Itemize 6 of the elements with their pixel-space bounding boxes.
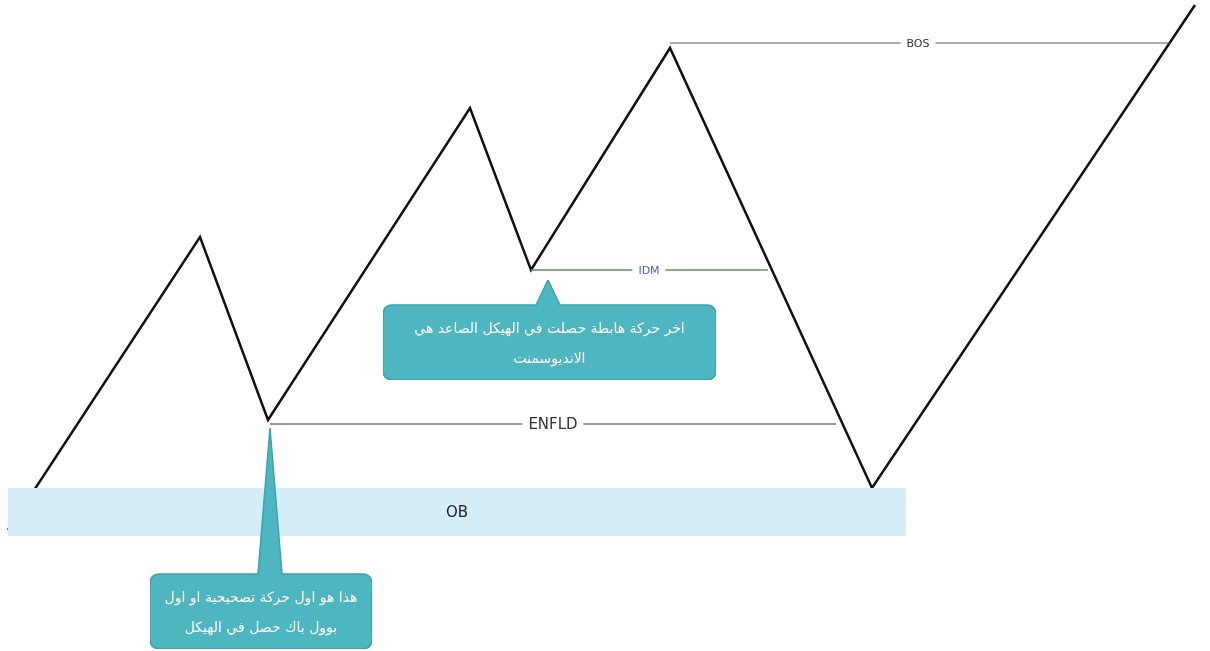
level-label: BOS [900,36,936,50]
level-label: IDM [632,263,666,277]
callout-box: هذا هو اول حركة تصحيحية او اول بوول باك حصل في الهيكل [150,428,372,649]
zone-label: OB [445,503,469,521]
callout-box: اخر حركة هابطة حصلت في الهيكل الصاعد هي الاندیوسمنت [383,280,716,380]
zone-band [8,488,906,536]
